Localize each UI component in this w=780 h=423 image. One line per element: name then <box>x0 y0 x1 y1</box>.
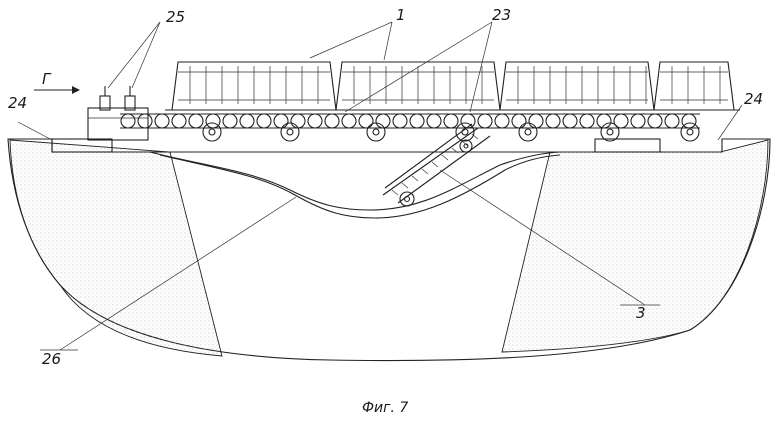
pit-curve <box>150 152 560 210</box>
conveyor-slat <box>432 162 438 167</box>
wheel-hub <box>209 129 215 135</box>
roller <box>308 114 322 128</box>
roller <box>563 114 577 128</box>
roller <box>495 114 509 128</box>
roller-line <box>120 114 700 128</box>
label-conveyor: 3 <box>636 304 646 322</box>
figure-caption: Фиг. 7 <box>362 400 408 416</box>
roller <box>529 114 543 128</box>
wheel-hub <box>287 129 293 135</box>
label-rail-right: 24 <box>744 90 763 108</box>
roller <box>121 114 135 128</box>
roller <box>512 114 526 128</box>
roller <box>665 114 679 128</box>
roller <box>257 114 271 128</box>
wheel <box>519 123 537 141</box>
ground-body <box>8 139 770 361</box>
rail-right <box>595 139 660 152</box>
label-clamps: 25 <box>166 8 185 26</box>
label-rail-left: 24 <box>8 94 27 112</box>
inclined-conveyor <box>383 124 490 206</box>
roller <box>359 114 373 128</box>
conveyor-slat <box>412 176 418 181</box>
wheel-hub <box>462 129 468 135</box>
left-fill <box>10 140 222 356</box>
roller <box>461 114 475 128</box>
roller <box>393 114 407 128</box>
conveyor-slat <box>402 183 408 188</box>
wheel <box>203 123 221 141</box>
roller <box>631 114 645 128</box>
label-pit: 26 <box>42 350 61 368</box>
wheel <box>456 123 474 141</box>
roller <box>291 114 305 128</box>
right-fill <box>502 140 768 352</box>
roller <box>325 114 339 128</box>
roller <box>546 114 560 128</box>
conveyor-slat <box>462 141 468 146</box>
roller <box>172 114 186 128</box>
conveyor-slat <box>422 169 428 174</box>
roller <box>138 114 152 128</box>
roller <box>240 114 254 128</box>
wheel-hub <box>373 129 379 135</box>
roller <box>342 114 356 128</box>
conveyor-slat <box>392 190 398 195</box>
wheel <box>601 123 619 141</box>
wheel-hub <box>607 129 613 135</box>
roller <box>189 114 203 128</box>
wagons <box>165 62 740 141</box>
wheel <box>367 123 385 141</box>
wheel-hub <box>687 129 693 135</box>
direction-label: Г <box>42 70 52 88</box>
label-rollers: 23 <box>492 6 511 24</box>
clamp-units <box>88 86 148 140</box>
wheel <box>281 123 299 141</box>
wheel <box>681 123 699 141</box>
roller <box>274 114 288 128</box>
roller <box>478 114 492 128</box>
roller <box>410 114 424 128</box>
wheel-hub <box>525 129 531 135</box>
roller <box>648 114 662 128</box>
roller <box>427 114 441 128</box>
roller <box>444 114 458 128</box>
conveyor-slat <box>442 155 448 160</box>
roller <box>580 114 594 128</box>
roller <box>223 114 237 128</box>
roller <box>155 114 169 128</box>
label-wagons: 1 <box>396 6 406 24</box>
